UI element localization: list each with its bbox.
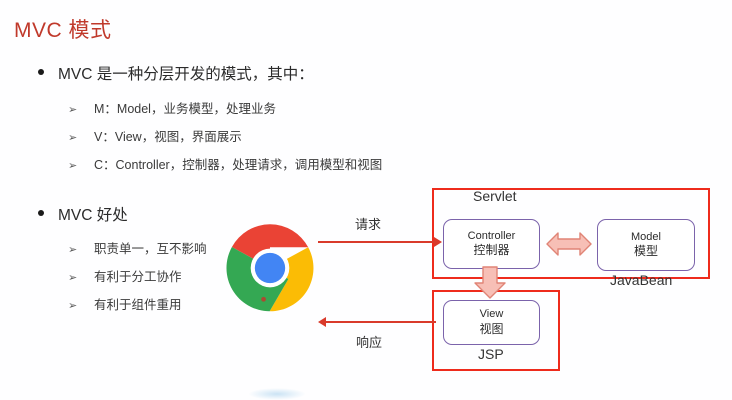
bullet-section-two-heading: MVC 好处 [38, 203, 128, 225]
view-node-en: View [479, 308, 504, 321]
chrome-logo-icon [226, 224, 314, 312]
response-flow-label: 响应 [356, 335, 383, 350]
list-item: ➢ V：View，视图，界面展示 [68, 126, 242, 145]
controller-node[interactable]: Controller 控制器 [443, 219, 540, 269]
list-item: ➢ C：Controller，控制器，处理请求，调用模型和视图 [68, 154, 382, 173]
servlet-label: Servlet [473, 188, 517, 204]
controller-node-cn: 控制器 [473, 243, 510, 258]
model-node-cn: 模型 [633, 244, 658, 259]
view-node[interactable]: View 视图 [443, 300, 540, 345]
jsp-label: JSP [478, 346, 504, 362]
page-title: MVC 模式 [14, 19, 112, 42]
list-item: ➢ 有利于分工协作 [68, 266, 182, 285]
list-item-label: V：View，视图，界面展示 [94, 130, 242, 144]
list-item-label: 有利于分工协作 [94, 270, 182, 284]
model-node-en: Model [631, 230, 661, 243]
chevron-right-icon: ➢ [68, 104, 78, 116]
chrome-logo [224, 222, 316, 314]
controller-model-bidirectional-arrow-icon [545, 229, 593, 259]
list-item-label: M：Model，业务模型，处理业务 [94, 102, 276, 116]
list-item-label: 职责单一，互不影响 [94, 242, 207, 256]
request-flow-label: 请求 [355, 217, 382, 232]
chevron-right-icon: ➢ [68, 160, 78, 172]
chevron-right-icon: ➢ [68, 300, 78, 312]
chevron-right-icon: ➢ [68, 132, 78, 144]
bullet-dot-icon [38, 210, 44, 216]
background-smudge [248, 388, 306, 400]
chevron-right-icon: ➢ [68, 272, 78, 284]
bullet-section-one-heading: MVC 是一种分层开发的模式，其中： [38, 62, 314, 84]
request-flow-line [318, 241, 436, 243]
response-arrow-head-icon [318, 317, 326, 327]
list-item: ➢ 职责单一，互不影响 [68, 238, 207, 257]
servlet-container [432, 188, 710, 279]
list-item: ➢ 有利于组件重用 [68, 294, 182, 313]
bullet-text: MVC 是一种分层开发的模式，其中： [58, 66, 314, 83]
chevron-right-icon: ➢ [68, 244, 78, 256]
javabean-label: JavaBean [610, 272, 673, 288]
controller-node-en: Controller [467, 229, 516, 242]
list-item-label: 有利于组件重用 [94, 298, 182, 312]
list-item: ➢ M：Model，业务模型，处理业务 [68, 98, 276, 117]
bullet-text: MVC 好处 [58, 207, 128, 224]
model-node[interactable]: Model 模型 [597, 219, 695, 271]
bullet-dot-icon [38, 69, 44, 75]
response-flow-line [326, 321, 436, 323]
view-node-cn: 视图 [479, 321, 504, 336]
controller-to-view-arrow-icon [473, 266, 507, 300]
list-item-label: C：Controller，控制器，处理请求，调用模型和视图 [94, 158, 383, 172]
request-arrow-head-icon [434, 237, 442, 247]
